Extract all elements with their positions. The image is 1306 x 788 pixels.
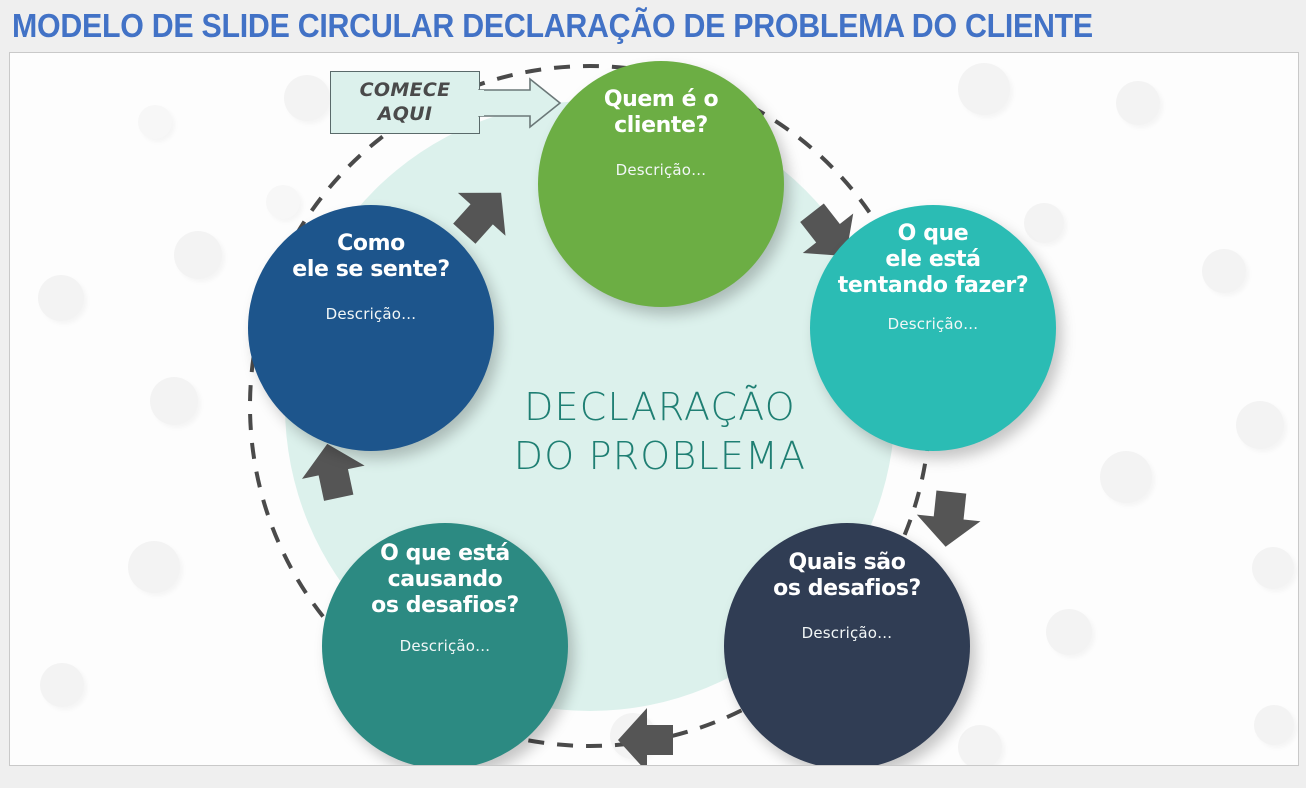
background-dot-icon	[266, 185, 300, 219]
background-dot-icon	[284, 75, 330, 121]
node-title: Como ele se sente?	[292, 231, 450, 282]
slide-canvas: Quem é o cliente? Descrição… O que ele e…	[9, 52, 1299, 766]
background-dot-icon	[1254, 705, 1294, 745]
background-dot-icon	[1202, 249, 1246, 293]
background-dot-icon	[1024, 203, 1064, 243]
node-description[interactable]: Descrição…	[887, 314, 979, 333]
start-here-callout[interactable]: COMECE AQUI	[330, 71, 480, 134]
cycle-node-o-que-ele-esta-tentando-fazer[interactable]: O que ele está tentando fazer? Descrição…	[810, 205, 1056, 451]
node-title: Quem é o cliente?	[603, 87, 719, 138]
background-dot-icon	[1252, 547, 1294, 589]
start-here-label: COMECE AQUI	[359, 79, 451, 125]
background-dot-icon	[1100, 451, 1152, 503]
page-title: MODELO DE SLIDE CIRCULAR DECLARAÇÃO DE P…	[12, 7, 1093, 44]
background-dot-icon	[1236, 401, 1284, 449]
node-title: Quais são os desafios?	[773, 550, 921, 601]
background-dot-icon	[150, 377, 198, 425]
background-dot-icon	[958, 725, 1002, 765]
cycle-node-o-que-esta-causando-os-desafios[interactable]: O que está causando os desafios? Descriç…	[322, 523, 568, 765]
node-description[interactable]: Descrição…	[325, 304, 417, 323]
node-description[interactable]: Descrição…	[399, 636, 491, 655]
background-dot-icon	[174, 231, 222, 279]
background-dot-icon	[128, 541, 180, 593]
center-label-line2: DO PROBLEMA	[513, 433, 807, 478]
node-description[interactable]: Descrição…	[615, 160, 707, 179]
node-title: O que está causando os desafios?	[371, 541, 519, 618]
background-dot-icon	[1046, 609, 1092, 655]
cycle-node-quem-e-o-cliente[interactable]: Quem é o cliente? Descrição…	[538, 61, 784, 307]
background-dot-icon	[138, 105, 172, 139]
background-dot-icon	[1116, 81, 1160, 125]
start-here-arrow-icon	[478, 77, 562, 129]
background-dot-icon	[40, 663, 84, 707]
node-description[interactable]: Descrição…	[801, 623, 893, 642]
cycle-node-como-ele-se-sente[interactable]: Como ele se sente? Descrição…	[248, 205, 494, 451]
background-dot-icon	[958, 63, 1010, 115]
node-title: O que ele está tentando fazer?	[837, 221, 1029, 298]
background-dot-icon	[610, 713, 656, 759]
background-dot-icon	[38, 275, 84, 321]
cycle-node-quais-sao-os-desafios[interactable]: Quais são os desafios? Descrição…	[724, 523, 970, 765]
center-label: DECLARAÇÃO DO PROBLEMA	[440, 383, 880, 480]
center-label-line1: DECLARAÇÃO	[524, 385, 796, 429]
